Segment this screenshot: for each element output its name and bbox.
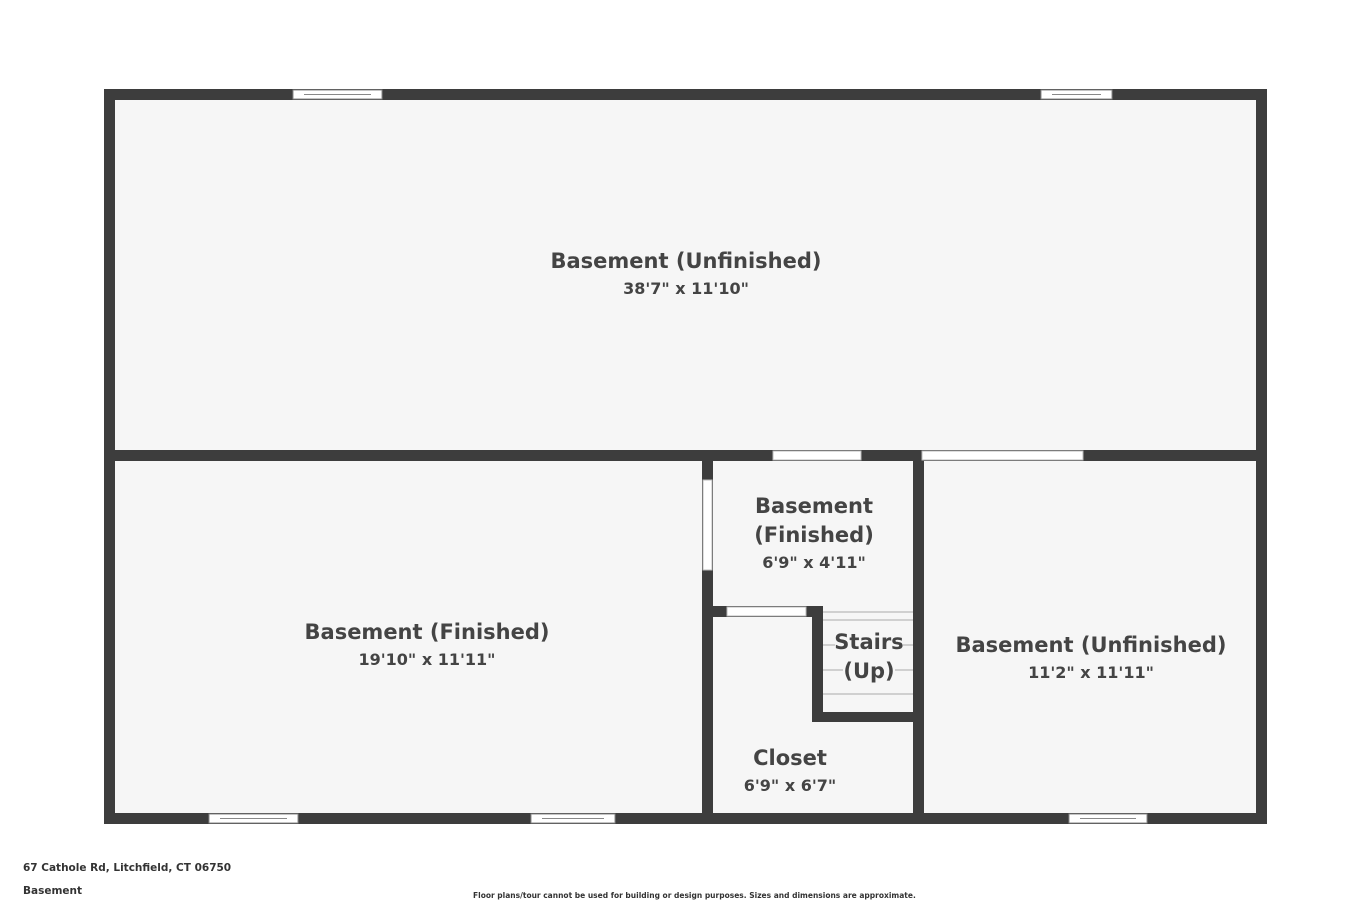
room-name: (Up)	[843, 659, 894, 683]
floor-label: Basement	[23, 885, 83, 897]
wall-middle	[104, 450, 1267, 461]
wall-bottom	[104, 813, 1267, 824]
doorway	[702, 479, 713, 571]
wall-top	[104, 89, 1267, 100]
openings	[702, 450, 1084, 617]
room-name: Basement (Unfinished)	[551, 249, 822, 273]
doorway	[726, 606, 807, 617]
room-name: Closet	[753, 746, 827, 770]
wall-stairs-bottom	[812, 712, 924, 722]
room-dimensions: 38'7" x 11'10"	[623, 279, 749, 298]
windows	[208, 89, 1148, 824]
wall-vertical-1	[702, 450, 713, 824]
address: 67 Cathole Rd, Litchfield, CT 06750	[23, 862, 232, 874]
room-name: (Finished)	[754, 523, 874, 547]
room-dimensions: 11'2" x 11'11"	[1028, 663, 1154, 682]
room-name: Basement	[755, 494, 873, 518]
doorway	[772, 450, 862, 461]
room-dimensions: 6'9" x 6'7"	[744, 776, 836, 795]
room-name: Basement (Unfinished)	[956, 633, 1227, 657]
doorway	[921, 450, 1084, 461]
disclaimer: Floor plans/tour cannot be used for buil…	[473, 891, 916, 900]
wall-vertical-2	[913, 450, 924, 824]
wall-stairs-left	[812, 606, 823, 722]
room-name: Basement (Finished)	[305, 620, 550, 644]
room-name: Stairs	[834, 630, 903, 654]
room-dimensions: 19'10" x 11'11"	[359, 650, 496, 669]
room-dimensions: 6'9" x 4'11"	[762, 553, 866, 572]
